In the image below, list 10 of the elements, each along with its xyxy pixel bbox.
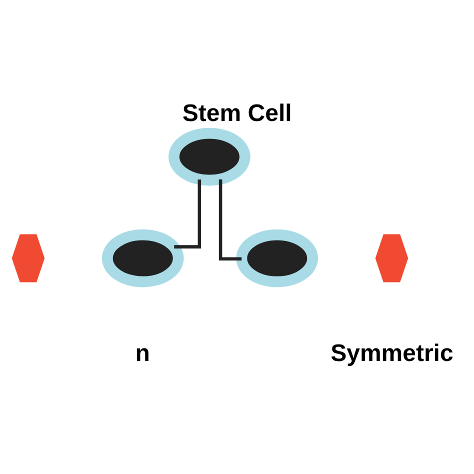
connector (218, 179, 242, 260)
node-hexagon (12, 234, 45, 282)
diagram-title: Stem Cell (182, 100, 292, 127)
connector (174, 180, 202, 248)
node-ellipse (236, 229, 318, 288)
node-ellipse (102, 229, 184, 288)
node-ellipse (168, 128, 250, 186)
node-hexagon (375, 234, 408, 282)
label: n (135, 340, 150, 368)
label: Symmetric (330, 340, 454, 368)
